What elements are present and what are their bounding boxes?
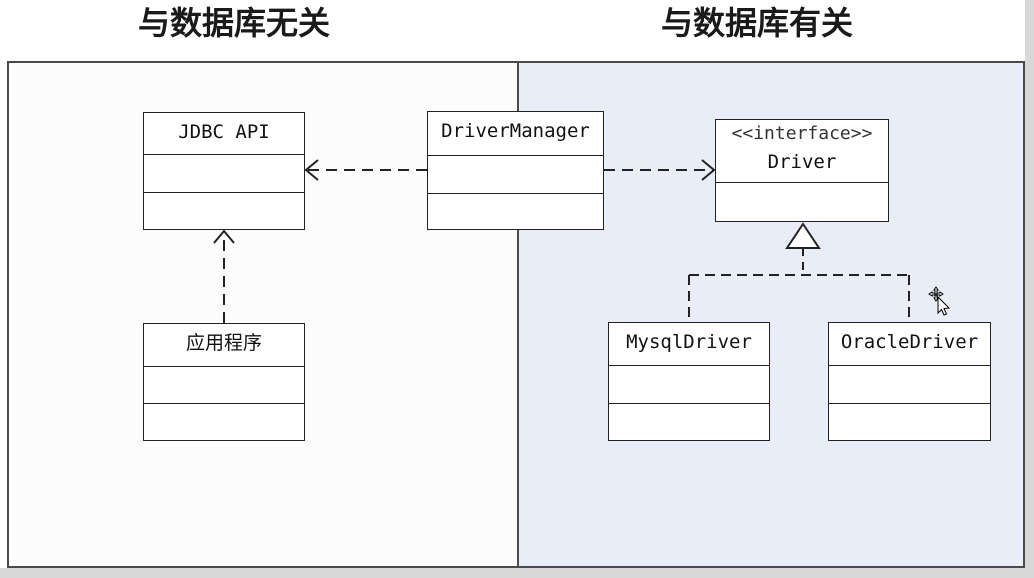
frame-edge (1025, 0, 1034, 578)
class-attributes (428, 156, 603, 194)
class-name: MysqlDriver (609, 323, 769, 366)
class-attributes (144, 367, 304, 404)
hollow-triangle-arrowhead (785, 222, 821, 249)
class-name: 应用程序 (144, 324, 304, 367)
independent-heading: 与数据库无关 (138, 4, 331, 42)
class-header: <<interface>> Driver (716, 120, 888, 183)
interface-stereotype: <<interface>> (731, 123, 873, 144)
jdbc-api-class: JDBC API (143, 112, 305, 230)
class-name: DriverManager (428, 112, 603, 156)
class-name: Driver (767, 151, 837, 173)
move-cursor-icon (928, 286, 951, 316)
mysql-driver-class: MysqlDriver (608, 322, 770, 441)
driver-manager-class: DriverManager (427, 111, 604, 230)
frame-edge (0, 568, 1034, 578)
oracle-driver-class: OracleDriver (828, 322, 991, 441)
open-arrowhead-app (213, 229, 235, 244)
driver-interface-class: <<interface>> Driver (715, 119, 889, 222)
class-attributes (829, 366, 990, 404)
dependent-heading: 与数据库有关 (661, 4, 854, 42)
open-arrowhead-api (304, 159, 319, 181)
class-attributes (609, 366, 769, 404)
class-attributes (144, 155, 304, 193)
class-name: OracleDriver (829, 323, 990, 366)
application-class: 应用程序 (143, 323, 305, 441)
class-name: JDBC API (144, 113, 304, 155)
open-arrowhead-driver (701, 159, 716, 181)
